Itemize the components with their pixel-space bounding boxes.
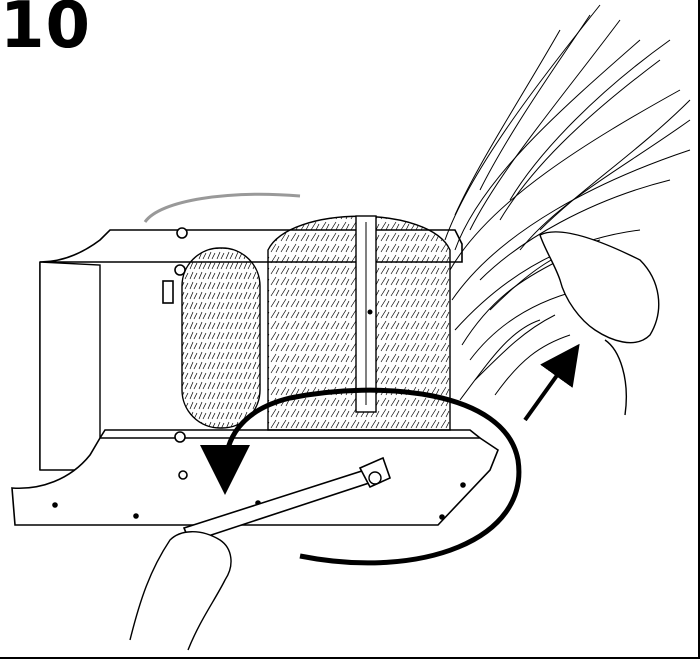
carder-body <box>39 261 101 471</box>
fiber-batt <box>444 4 691 401</box>
hand-icon <box>129 531 232 651</box>
hand-icon <box>539 231 660 344</box>
licker-in-drum <box>181 247 261 429</box>
cable <box>143 192 301 223</box>
main-drum <box>267 215 451 431</box>
lift-arrow-icon <box>523 343 580 422</box>
rotation-arrow-icon <box>200 387 522 566</box>
step-number: 10 <box>0 0 92 63</box>
